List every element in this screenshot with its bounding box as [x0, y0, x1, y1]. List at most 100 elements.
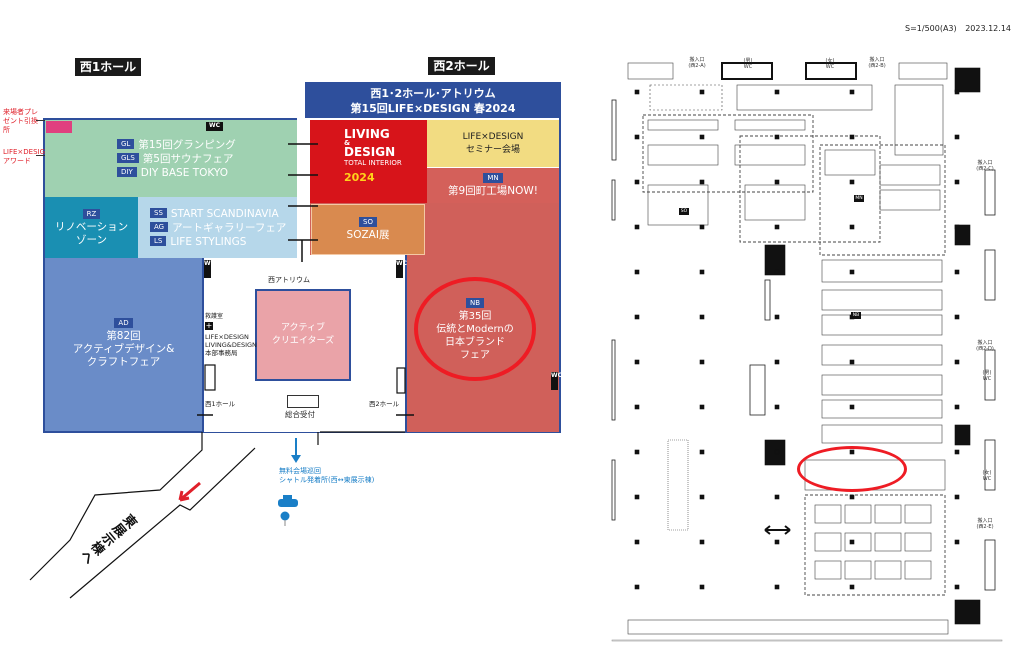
- column: [634, 134, 640, 140]
- ld-amp: &: [344, 139, 351, 147]
- award-note: LIFE×DESIGNアワード: [3, 148, 51, 165]
- code-gl: GL: [117, 138, 135, 149]
- booth: [821, 314, 943, 336]
- highlight-circle: [797, 446, 907, 492]
- highlight-circle: [414, 277, 536, 381]
- wall: [749, 364, 766, 416]
- to-west1-label: 西1ホール: [205, 400, 236, 408]
- wc-women: (女)WC: [820, 58, 840, 70]
- column: [634, 449, 640, 455]
- event-banner: 西1･2ホール･アトリウム 第15回LIFE×DESIGN 春2024: [305, 82, 561, 118]
- column: [954, 359, 960, 365]
- wall: [611, 639, 1003, 642]
- shuttle-line1: 無料会場巡回: [279, 467, 321, 475]
- zone-seminar[interactable]: LIFE×DESIGN セミナー会場: [427, 120, 559, 167]
- name-ad-3: クラフトフェア: [86, 356, 161, 368]
- stair-core: [764, 244, 786, 276]
- column: [774, 314, 780, 320]
- column: [849, 539, 855, 545]
- booth: [821, 289, 943, 311]
- corridor: [297, 118, 310, 258]
- column: [699, 134, 705, 140]
- zone-outline: [804, 494, 946, 596]
- shuttle-label[interactable]: 無料会場巡回 シャトル発着所(西↔東展示棟): [279, 467, 374, 485]
- hall-outline-top: [43, 118, 307, 120]
- entrance-label: 搬入口(西2-E): [976, 518, 994, 530]
- column: [849, 269, 855, 275]
- first-aid-label: 救護室: [205, 313, 224, 320]
- column: [849, 134, 855, 140]
- wc-men: (男)WC: [738, 58, 758, 70]
- marker-nb: NB: [851, 312, 861, 319]
- column: [774, 224, 780, 230]
- booth: [904, 560, 932, 580]
- zone-active-creators[interactable]: アクティブ クリエイターズ: [255, 289, 351, 381]
- column: [634, 404, 640, 410]
- double-arrow: [764, 525, 791, 535]
- column: [774, 269, 780, 275]
- booth: [647, 119, 719, 131]
- code-so: SO: [359, 217, 377, 227]
- wc-text: WC: [982, 476, 992, 482]
- column: [954, 269, 960, 275]
- column: [634, 269, 640, 275]
- scale-date-note: S=1/500(A3) 2023.12.14: [905, 24, 1011, 33]
- wc-text: WC: [825, 64, 835, 70]
- zone-rz[interactable]: RZ リノベーション ゾーン: [45, 197, 138, 258]
- office-line: LIVING&DESIGN: [205, 341, 257, 349]
- booth: [874, 504, 902, 524]
- column: [634, 584, 640, 590]
- zone-ad[interactable]: AD 第82回 アクティブデザイン& クラフトフェア: [45, 258, 202, 431]
- zone-so[interactable]: SO SOZAI展: [311, 204, 425, 255]
- ac-line2: クリエイターズ: [271, 336, 335, 346]
- column: [699, 89, 705, 95]
- booth: [744, 184, 806, 221]
- column: [774, 89, 780, 95]
- ld-year: 2024: [344, 171, 375, 184]
- name-rz-2: ゾーン: [76, 233, 107, 246]
- hall-outline: [43, 118, 561, 433]
- column: [634, 539, 640, 545]
- wall: [984, 349, 996, 401]
- column: [634, 494, 640, 500]
- living-design-lounge: [736, 84, 873, 111]
- storage: [898, 62, 948, 80]
- zone-mn[interactable]: MN 第9回町工場NOW!: [427, 168, 559, 203]
- column: [954, 494, 960, 500]
- column: [954, 89, 960, 95]
- entrance-label: 搬入口(西2-D): [976, 340, 994, 352]
- entrance-label: 搬入口(西2-C): [976, 160, 994, 172]
- column: [699, 269, 705, 275]
- booth: [844, 504, 872, 524]
- wall: [611, 339, 616, 421]
- name-ad-1: 第82回: [106, 330, 141, 342]
- name-rz-1: リノベーション: [54, 220, 129, 233]
- booth: [844, 560, 872, 580]
- ac-line1: アクティブ: [280, 323, 325, 333]
- column: [954, 224, 960, 230]
- column: [774, 404, 780, 410]
- name-diy: DIY BASE TOKYO: [140, 166, 228, 179]
- stair-core: [954, 224, 971, 246]
- booth: [814, 532, 842, 552]
- booth: [874, 560, 902, 580]
- zone-living-design[interactable]: LIVING & DESIGN TOTAL INTERIOR 2024: [310, 120, 427, 203]
- west2-hall-label: 西2ホール: [428, 57, 495, 75]
- reception-desk: [287, 395, 319, 408]
- column: [954, 539, 960, 545]
- column: [774, 449, 780, 455]
- entrance-label: 搬入口(西2-A): [688, 57, 706, 69]
- wc-gender: (男): [743, 58, 753, 64]
- code-gls: GLS: [117, 152, 139, 163]
- booth: [844, 532, 872, 552]
- ad-border: [202, 258, 204, 432]
- pillar-block: [954, 67, 981, 93]
